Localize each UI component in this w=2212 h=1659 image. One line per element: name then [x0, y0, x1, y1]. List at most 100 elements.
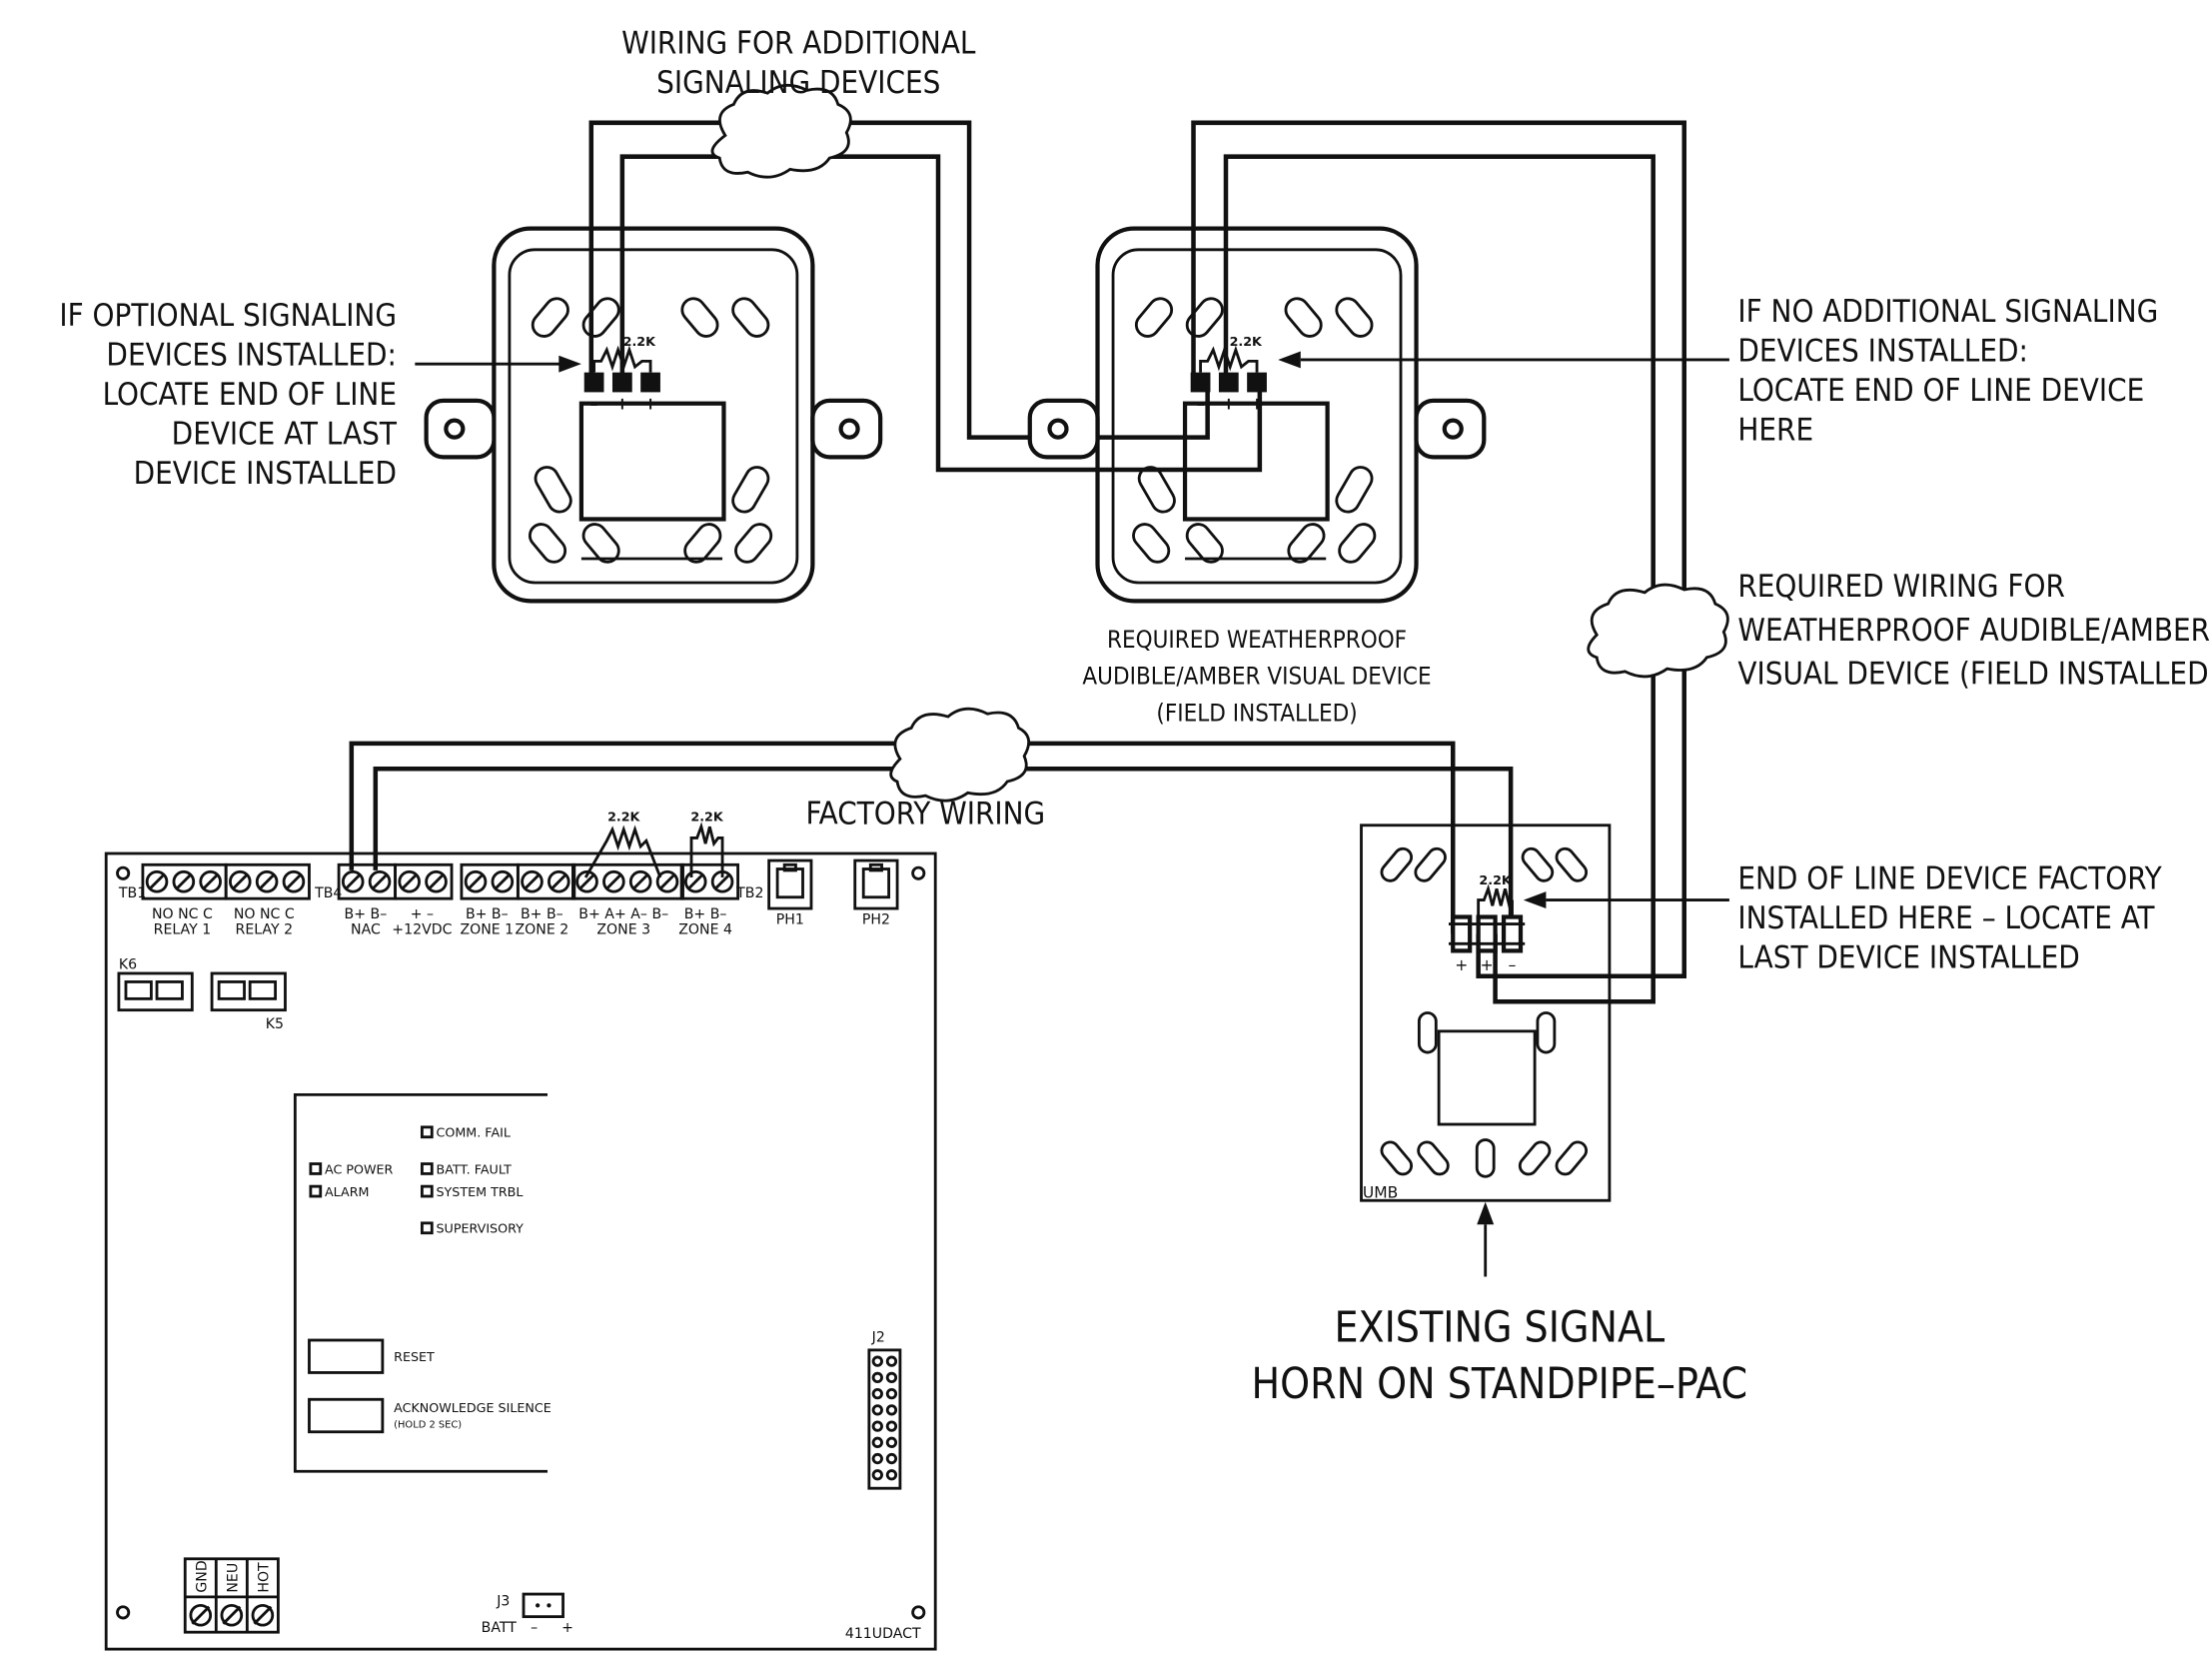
tb2-label: TB2: [735, 885, 763, 901]
factory-wiring-label: FACTORY WIRING: [805, 796, 1045, 831]
terminal-screw: [548, 869, 570, 893]
callout-required-wiring: REQUIRED WIRING FOR WEATHERPROOF AUDIBLE…: [1737, 569, 2210, 693]
terminal-group: [394, 862, 454, 900]
terminal-group: [224, 862, 311, 900]
required-device-line1: REQUIRED WEATHERPROOF: [1107, 626, 1407, 654]
no-additional-line2: DEVICES INSTALLED:: [1737, 333, 2028, 369]
j2-pin: [885, 1452, 898, 1465]
eol-factory-line2: INSTALLED HERE – LOCATE AT: [1737, 900, 2155, 936]
relay-k5: [210, 971, 287, 1012]
terminal-screw: [145, 869, 169, 893]
reset-button[interactable]: [308, 1338, 385, 1374]
nac-label: NAC: [351, 921, 381, 937]
batt-label: BATT: [482, 1620, 518, 1636]
j2-pin: [885, 1420, 898, 1432]
optional-line3: LOCATE END OF LINE: [103, 377, 397, 413]
terminal-group: [460, 862, 520, 900]
required-wiring-line1: REQUIRED WIRING FOR: [1737, 569, 2065, 605]
pwr-terms: + –: [411, 906, 434, 922]
eol-factory-line3: LAST DEVICE INSTALLED: [1737, 939, 2079, 975]
terminal-screw: [628, 869, 652, 893]
resistor-label-d1: 2.2K: [623, 334, 656, 349]
optional-line4: DEVICE AT LAST: [172, 417, 398, 453]
terminal-screw: [425, 869, 448, 893]
j3-label: J3: [496, 1593, 510, 1609]
j2-pin: [885, 1436, 898, 1448]
cloud-required: [1587, 583, 1729, 679]
existing-horn-line1: EXISTING SIGNAL: [1334, 1302, 1665, 1351]
control-panel: TB1 TB4 TB2 NO NC C RELAY 1 NO NC C RELA…: [104, 810, 937, 1651]
j2-label: J2: [871, 1329, 885, 1345]
optional-line2: DEVICES INSTALLED:: [106, 338, 397, 374]
terminal-group: [516, 862, 576, 900]
j2-pin: [871, 1387, 883, 1400]
no-additional-line4: HERE: [1737, 412, 1813, 448]
ack-silence-label: ACKNOWLEDGE SILENCE: [394, 1400, 552, 1415]
zone1-terms: B+ B–: [466, 906, 509, 922]
j2-pin: [885, 1469, 898, 1481]
signaling-device-1: 2.2K – + +: [424, 226, 883, 604]
signaling-device-2: 2.2K – + +: [1027, 226, 1487, 604]
j2-pin: [871, 1404, 883, 1416]
terminal-group: [679, 862, 739, 900]
j2-pin: [871, 1355, 883, 1367]
terminal-screw: [602, 869, 625, 893]
tb1-label: TB1: [118, 885, 146, 901]
led-system-trbl: SYSTEM TRBL: [437, 1184, 524, 1199]
led-indicators: COMM. FAIL AC POWER BATT. FAULT ALARM SY…: [309, 1125, 524, 1236]
terminal-screw: [521, 869, 544, 893]
terminal-screw: [398, 869, 421, 893]
tb4-label: TB4: [314, 885, 342, 901]
required-wiring-line3: VISUAL DEVICE (FIELD INSTALLED: [1737, 657, 2208, 693]
relay1-label: RELAY 1: [154, 921, 212, 937]
reset-label: RESET: [394, 1349, 435, 1364]
zone4-label: ZONE 4: [678, 921, 732, 937]
ph2-label: PH2: [862, 912, 890, 928]
callout-existing-horn: EXISTING SIGNAL HORN ON STANDPIPE–PAC: [1252, 1201, 1747, 1408]
relay2-contacts: NO NC C: [234, 906, 295, 922]
umb-label: UMB: [1363, 1183, 1398, 1201]
zone1-label: ZONE 1: [460, 921, 514, 937]
d2-term-plus2: +: [1250, 393, 1264, 413]
terminal-screw: [255, 869, 279, 893]
hold-label: (HOLD 2 SEC): [394, 1420, 462, 1431]
callout-eol-factory: END OF LINE DEVICE FACTORY INSTALLED HER…: [1523, 860, 2163, 975]
j2-pin: [871, 1469, 883, 1481]
resistor-label-zone4: 2.2K: [690, 810, 723, 825]
terminal-screw: [575, 869, 598, 893]
d2-term-plus1: +: [1222, 393, 1236, 413]
ph1-jack: [767, 858, 813, 910]
zone3-terms: B+ A+ A– B–: [578, 906, 668, 922]
terminal-strips: [141, 862, 739, 900]
relay2-label: RELAY 2: [236, 921, 294, 937]
callout-optional-devices: IF OPTIONAL SIGNALING DEVICES INSTALLED:…: [59, 298, 581, 492]
j2-pin: [885, 1387, 898, 1400]
pwr-label: +12VDC: [392, 921, 452, 937]
relay-k6: [117, 971, 194, 1012]
k5-label: K5: [266, 1016, 284, 1032]
batt-plus: +: [561, 1620, 573, 1636]
eol-factory-line1: END OF LINE DEVICE FACTORY: [1737, 860, 2162, 896]
terminal-screw: [282, 869, 306, 893]
zone2-terms: B+ B–: [521, 906, 563, 922]
ack-silence-button[interactable]: [308, 1397, 385, 1434]
zone4-terms: B+ B–: [684, 906, 727, 922]
j2-pin: [871, 1452, 883, 1465]
zone2-label: ZONE 2: [516, 921, 569, 937]
j2-pin: [885, 1371, 898, 1384]
terminal-screw: [341, 869, 365, 893]
d1-term-minus: –: [589, 393, 597, 413]
led-ac-power: AC POWER: [325, 1161, 394, 1176]
resistor-label-umb: 2.2K: [1479, 872, 1512, 887]
led-batt-fault: BATT. FAULT: [437, 1161, 513, 1176]
led-comm-fail: COMM. FAIL: [437, 1125, 511, 1140]
j2-pin: [871, 1420, 883, 1432]
terminal-screw: [199, 869, 222, 893]
required-device-line3: (FIELD INSTALLED): [1156, 699, 1357, 727]
j2-pin: [885, 1404, 898, 1416]
terminal-screw: [368, 869, 392, 893]
relay1-contacts: NO NC C: [152, 906, 213, 922]
terminal-screw: [683, 869, 707, 893]
k6-label: K6: [119, 957, 137, 973]
